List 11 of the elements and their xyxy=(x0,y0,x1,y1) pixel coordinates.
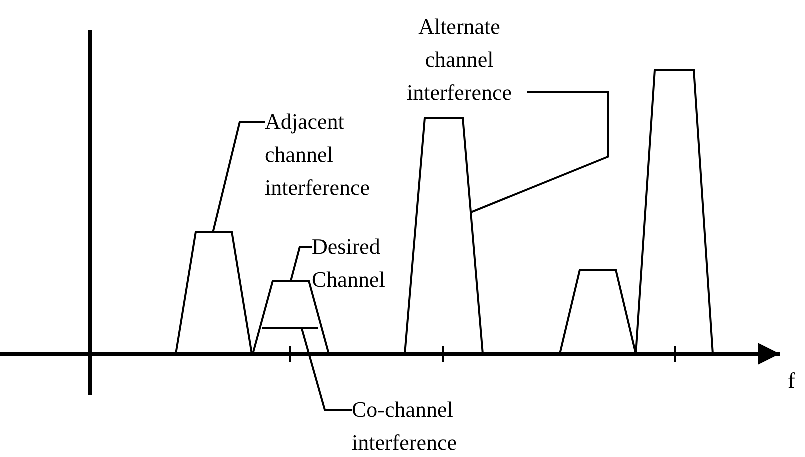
leader-line xyxy=(470,91,609,214)
spectrum-trapezoid xyxy=(560,270,636,354)
spectrum-trapezoid xyxy=(176,232,252,354)
leader-line xyxy=(290,246,312,282)
callout-label: Desired Channel xyxy=(312,230,407,296)
spectrum-trapezoid xyxy=(636,70,713,354)
callout-label: Co-channel interference xyxy=(352,393,477,457)
spectrum-trapezoid xyxy=(405,118,483,354)
leader-line xyxy=(212,121,265,232)
axis-label: f xyxy=(788,367,796,395)
leader-line xyxy=(300,328,352,411)
